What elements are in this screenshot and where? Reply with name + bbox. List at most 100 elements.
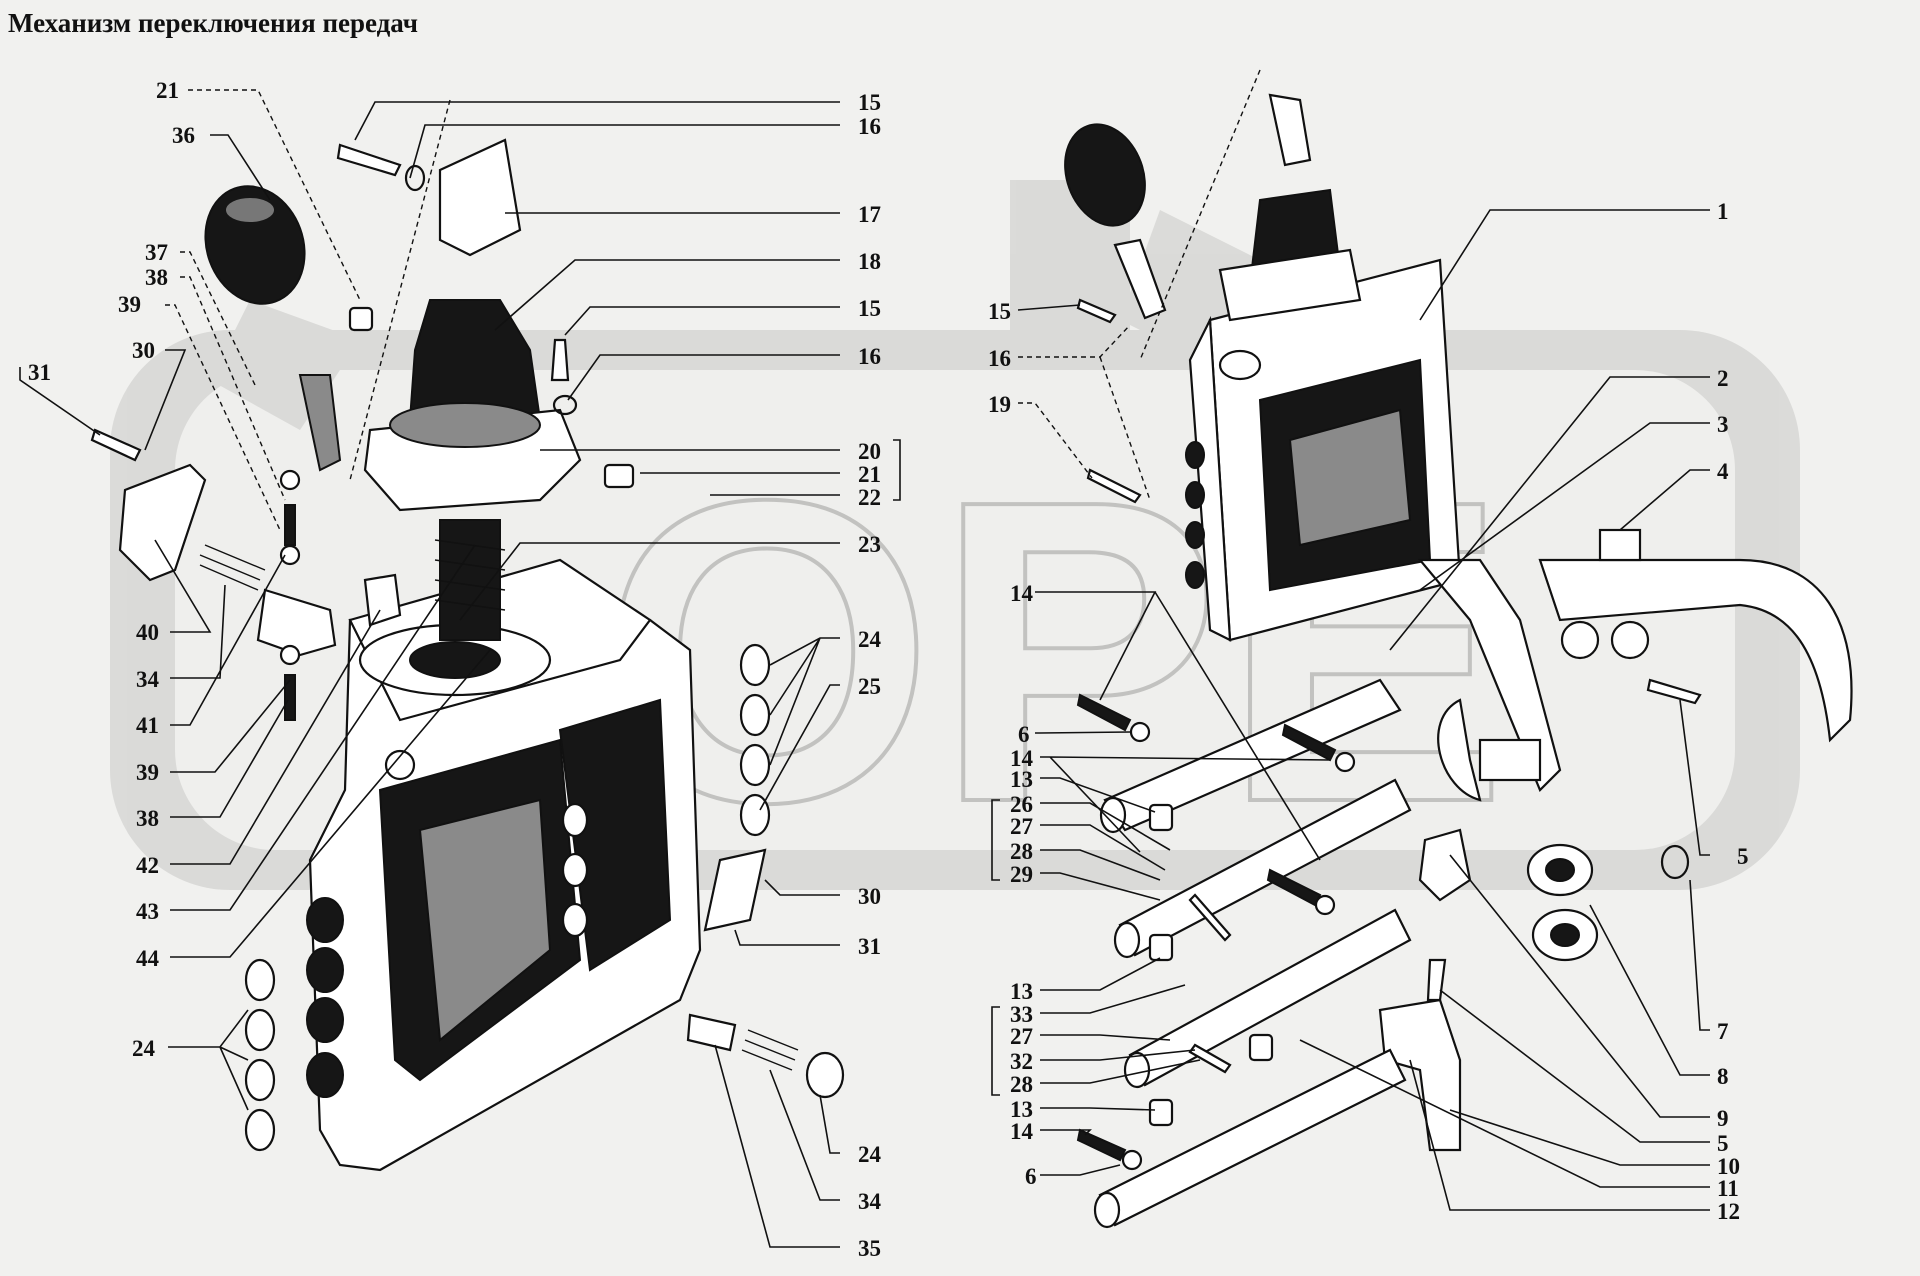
callout-17: 17	[858, 202, 881, 227]
callout-r4: 4	[1717, 459, 1729, 484]
right-shift-knob	[1064, 123, 1167, 320]
left-leader-lines	[19, 89, 901, 1248]
ball-2	[279, 544, 301, 566]
callout-23: 23	[858, 532, 881, 557]
cover-plate	[118, 463, 207, 582]
right-lever-cap	[1268, 93, 1312, 167]
callout-44: 44	[136, 946, 160, 971]
callout-r6: 6	[1018, 722, 1030, 747]
callout-41: 41	[136, 713, 159, 738]
callout-39b: 39	[136, 760, 159, 785]
housing-bores	[306, 802, 589, 1098]
callout-18: 18	[858, 249, 881, 274]
rubber-boot	[363, 299, 582, 512]
shift-rails	[1093, 678, 1412, 1229]
right-assembly	[1064, 69, 1853, 1229]
callout-21: 21	[156, 78, 179, 103]
callout-25: 25	[858, 674, 881, 699]
callout-42: 42	[136, 853, 159, 878]
lever-spring	[434, 519, 506, 641]
callout-r5: 5	[1737, 844, 1749, 869]
right-callouts: 15 16 19 14 6 14 13 26 27 28 29 13 33 27…	[988, 199, 1749, 1224]
right-leader-lines	[991, 209, 1710, 1211]
callout-r13: 13	[1010, 767, 1033, 792]
callout-40: 40	[136, 620, 159, 645]
callout-r28: 28	[1010, 839, 1033, 864]
callout-34: 34	[136, 667, 160, 692]
callout-r2: 2	[1717, 366, 1729, 391]
bushing-2	[603, 463, 635, 489]
callout-15: 15	[858, 90, 881, 115]
callout-24: 24	[132, 1036, 156, 1061]
callout-r19: 19	[988, 392, 1011, 417]
washer-2	[552, 394, 578, 416]
callout-38b: 38	[136, 806, 159, 831]
lever-cap	[438, 138, 522, 257]
callout-20: 20	[858, 439, 881, 464]
callout-r27b: 27	[1010, 1024, 1033, 1049]
callout-r14: 14	[1010, 581, 1034, 606]
callout-38: 38	[145, 265, 168, 290]
callout-r13c: 13	[1010, 1097, 1033, 1122]
callout-30b: 30	[858, 884, 881, 909]
shift-fork-upper	[1538, 528, 1853, 743]
callout-36: 36	[172, 123, 195, 148]
selector-blocks	[1378, 828, 1599, 1152]
callout-22: 22	[858, 485, 881, 510]
lever-stub	[298, 374, 342, 472]
callout-r32: 32	[1010, 1049, 1033, 1074]
callout-r33: 33	[1010, 1002, 1033, 1027]
left-callouts: 21 36 37 38 39 30 31 40 34 41 39 38 42 4…	[28, 78, 882, 1261]
callout-r7: 7	[1717, 1019, 1729, 1044]
spring-38b	[284, 674, 296, 721]
plug	[363, 573, 402, 627]
callout-r26: 26	[1010, 792, 1033, 817]
small-fasteners	[1426, 678, 1702, 1002]
washer	[404, 164, 426, 192]
callout-16: 16	[858, 114, 881, 139]
shift-housing	[306, 558, 702, 1172]
callout-43: 43	[136, 899, 159, 924]
plugs-24-left	[244, 958, 276, 1152]
callout-r14b: 14	[1010, 746, 1034, 771]
callout-39: 39	[118, 292, 141, 317]
right-bolt-19	[1086, 468, 1142, 504]
spring-34	[741, 1029, 799, 1071]
callout-r16: 16	[988, 346, 1011, 371]
ball-3	[279, 644, 301, 666]
spring-38	[284, 504, 296, 546]
ball	[279, 469, 301, 491]
callout-35: 35	[858, 1236, 881, 1261]
bracket-25	[703, 848, 767, 932]
callout-21b: 21	[858, 462, 881, 487]
callout-24b: 24	[858, 627, 882, 652]
bolt-2	[550, 338, 570, 382]
callout-24c: 24	[858, 1142, 882, 1167]
shift-tower	[1185, 188, 1462, 642]
callout-r10: 10	[1717, 1154, 1740, 1179]
bushing	[348, 306, 374, 332]
bolt-3	[90, 428, 142, 462]
callout-r27: 27	[1010, 814, 1033, 839]
spring-40	[199, 544, 266, 591]
callout-16b: 16	[858, 344, 881, 369]
bolt	[336, 143, 402, 177]
callout-r28b: 28	[1010, 1072, 1033, 1097]
callout-r14c: 14	[1010, 1119, 1034, 1144]
shift-fork-lower	[1417, 558, 1562, 802]
callout-r8: 8	[1717, 1064, 1729, 1089]
page-title: Механизм переключения передач	[8, 8, 418, 38]
detent-parts	[1076, 693, 1356, 1171]
callout-15b: 15	[858, 296, 881, 321]
sleeve	[256, 588, 337, 657]
callout-r13b: 13	[1010, 979, 1033, 1004]
left-assembly	[90, 99, 845, 1172]
bushing-35	[686, 1013, 737, 1052]
callout-r1: 1	[1717, 199, 1729, 224]
callout-34b: 34	[858, 1189, 882, 1214]
callout-r5b: 5	[1717, 1131, 1729, 1156]
callout-r29: 29	[1010, 862, 1033, 887]
callout-r3: 3	[1717, 412, 1729, 437]
callout-30: 30	[132, 338, 155, 363]
